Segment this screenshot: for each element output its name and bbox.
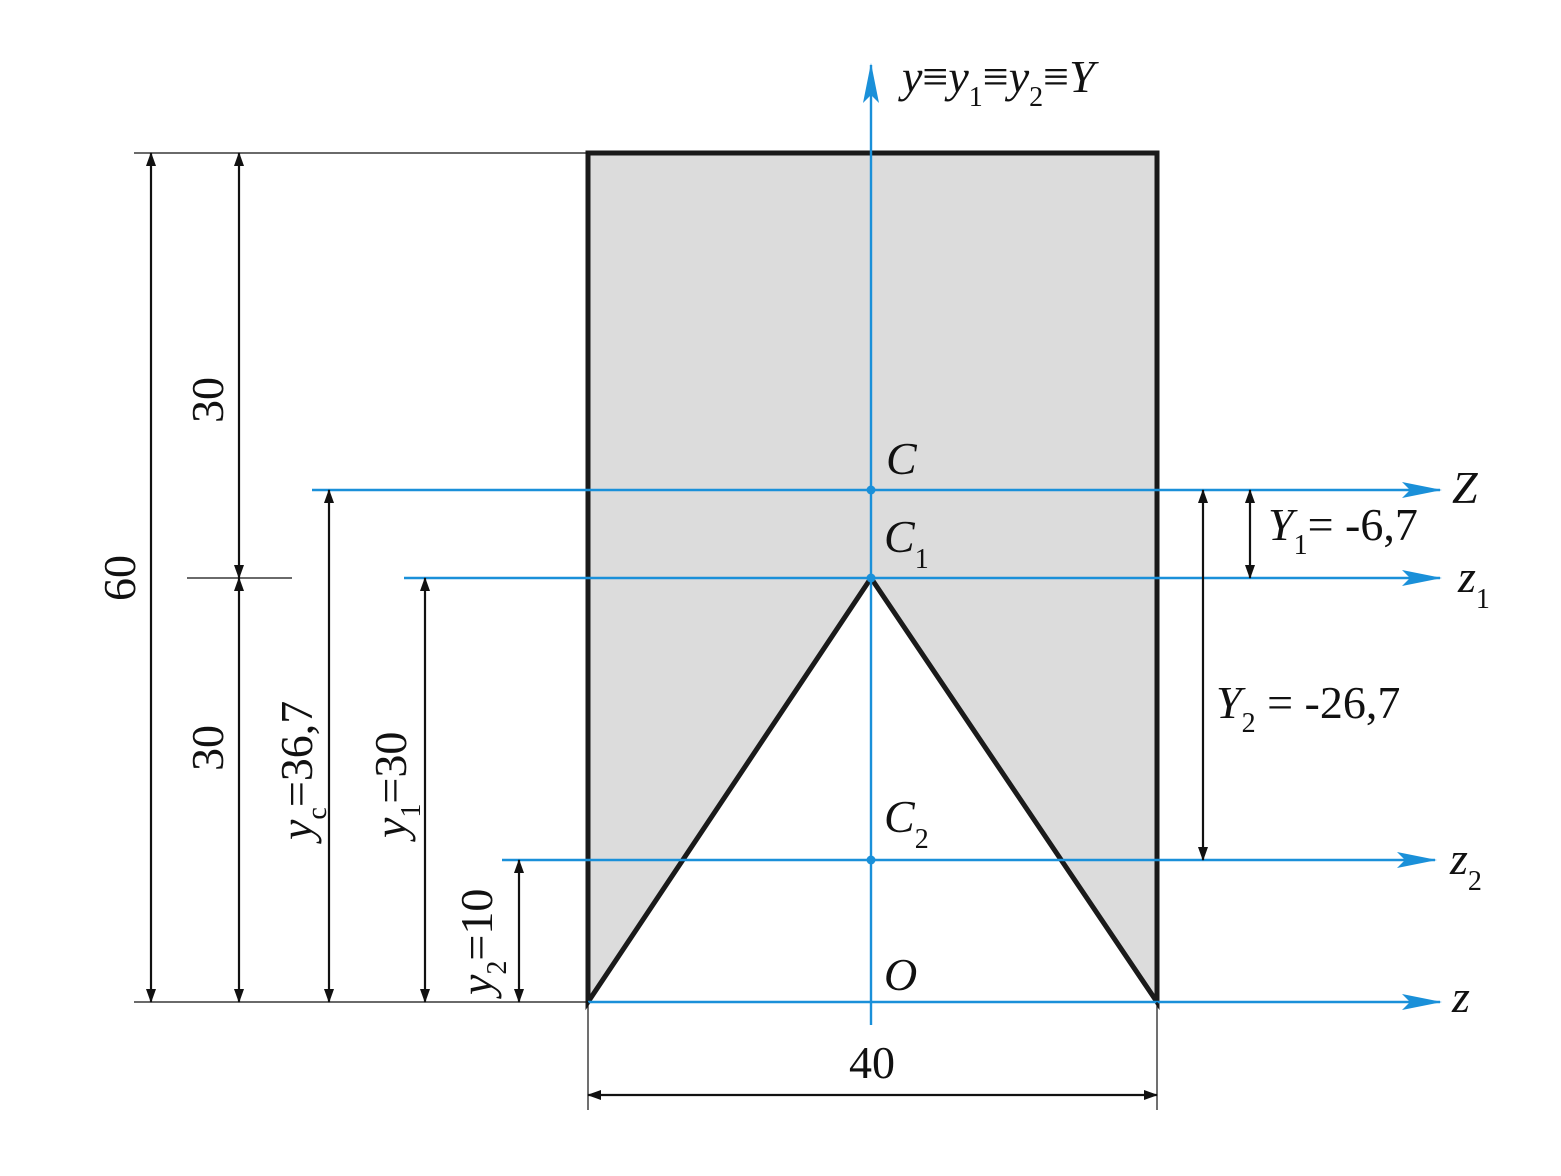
axis-y-label: y≡y1≡y2≡Y (898, 51, 1099, 113)
point-C-label: C (886, 433, 918, 484)
axis-z2-label: z2 (1449, 833, 1482, 897)
point-O-label: O (884, 949, 917, 1000)
dimension-width-label: 40 (849, 1037, 895, 1088)
point-C (866, 485, 876, 495)
dimension-Y1-label: Y1= -6,7 (1268, 499, 1418, 561)
point-C1 (866, 573, 876, 583)
dimension-y1-label: y1=30 (365, 732, 427, 842)
axis-Z-label: Z (1452, 462, 1478, 513)
dimension-height-upper-label: 30 (182, 377, 233, 423)
point-C2 (866, 855, 876, 865)
dimension-y2-label: y2=10 (451, 889, 513, 999)
point-C2-label: C2 (884, 791, 929, 855)
dimension-yc-label: yc=36,7 (271, 701, 333, 844)
axis-z-label: z (1451, 971, 1470, 1022)
dimension-Y2-label: Y2 = -26,7 (1216, 677, 1400, 739)
dimension-height-total-label: 60 (94, 555, 145, 601)
point-C1-label: C1 (884, 511, 929, 575)
dimension-height-lower-label: 30 (182, 725, 233, 771)
axis-z1-label: z1 (1457, 551, 1490, 615)
